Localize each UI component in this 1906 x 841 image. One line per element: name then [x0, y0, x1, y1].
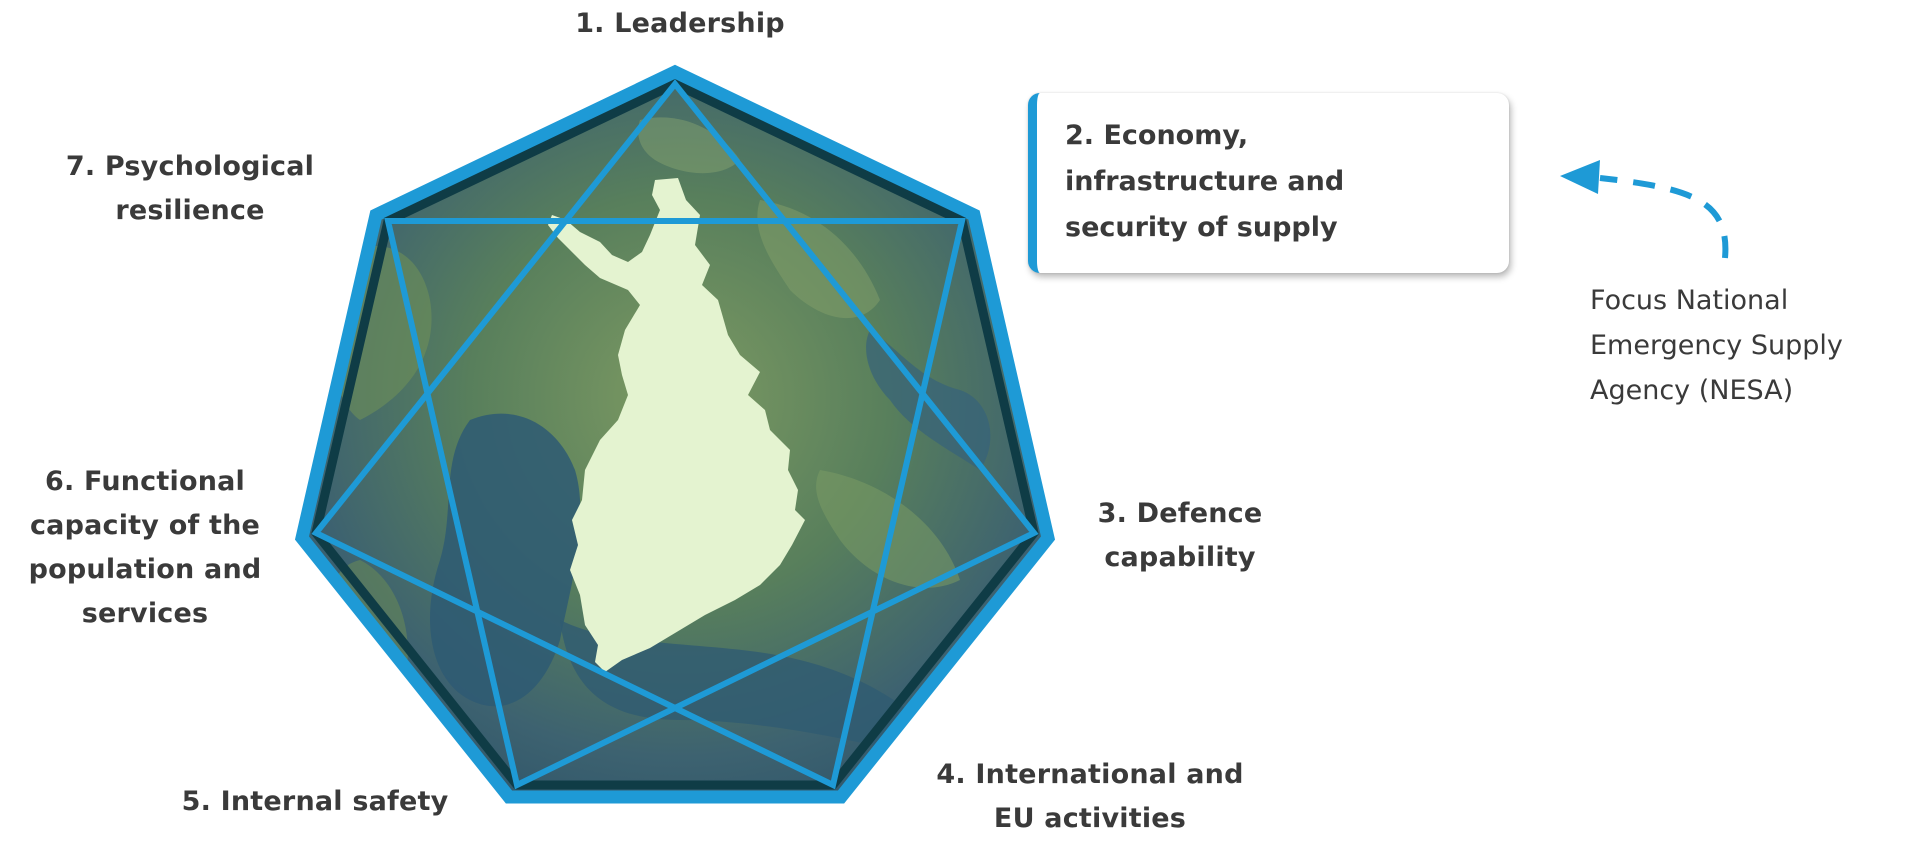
dimension-label-defence-capability: 3. Defence capability: [1080, 492, 1280, 580]
focus-dimension-box: 2. Economy, infrastructure and security …: [1028, 93, 1509, 273]
dimension-label-internal-safety: 5. Internal safety: [150, 780, 480, 824]
heptagon-inner-border: [311, 79, 1039, 790]
label-line: 1. Leadership: [575, 8, 785, 39]
note-line: Emergency Supply: [1590, 330, 1843, 361]
label-line: population and: [28, 554, 262, 585]
dashed-arrow: [1599, 175, 1729, 259]
label-line: infrastructure and: [1065, 166, 1345, 197]
focus-box-text: 2. Economy, infrastructure and security …: [1065, 113, 1344, 251]
finland-map-shape: [548, 178, 805, 672]
label-line: EU activities: [993, 803, 1187, 834]
note-line: Focus National: [1590, 285, 1789, 316]
label-line: 6. Functional: [45, 466, 245, 497]
label-line: 2. Economy,: [1065, 120, 1249, 151]
label-line: 5. Internal safety: [181, 786, 449, 817]
arrow-head-icon: [1560, 160, 1600, 194]
label-line: services: [81, 598, 209, 629]
label-line: capability: [1104, 542, 1256, 573]
heptagram-star: [311, 79, 1039, 790]
note-line: Agency (NESA): [1590, 375, 1794, 406]
label-line: 7. Psychological: [65, 151, 315, 182]
nesa-focus-note: Focus National Emergency Supply Agency (…: [1590, 278, 1843, 413]
heptagon-outline: [294, 64, 1056, 804]
label-line: 3. Defence: [1097, 498, 1263, 529]
dimension-label-leadership: 1. Leadership: [520, 2, 840, 46]
dimension-label-international-eu: 4. International and EU activities: [900, 753, 1280, 841]
dimension-label-functional-capacity: 6. Functional capacity of the population…: [0, 460, 290, 636]
label-line: capacity of the: [29, 510, 261, 541]
label-line: 4. International and: [936, 759, 1244, 790]
dimension-label-psychological-resilience: 7. Psychological resilience: [40, 145, 340, 233]
label-line: resilience: [115, 195, 265, 226]
label-line: security of supply: [1065, 212, 1338, 243]
